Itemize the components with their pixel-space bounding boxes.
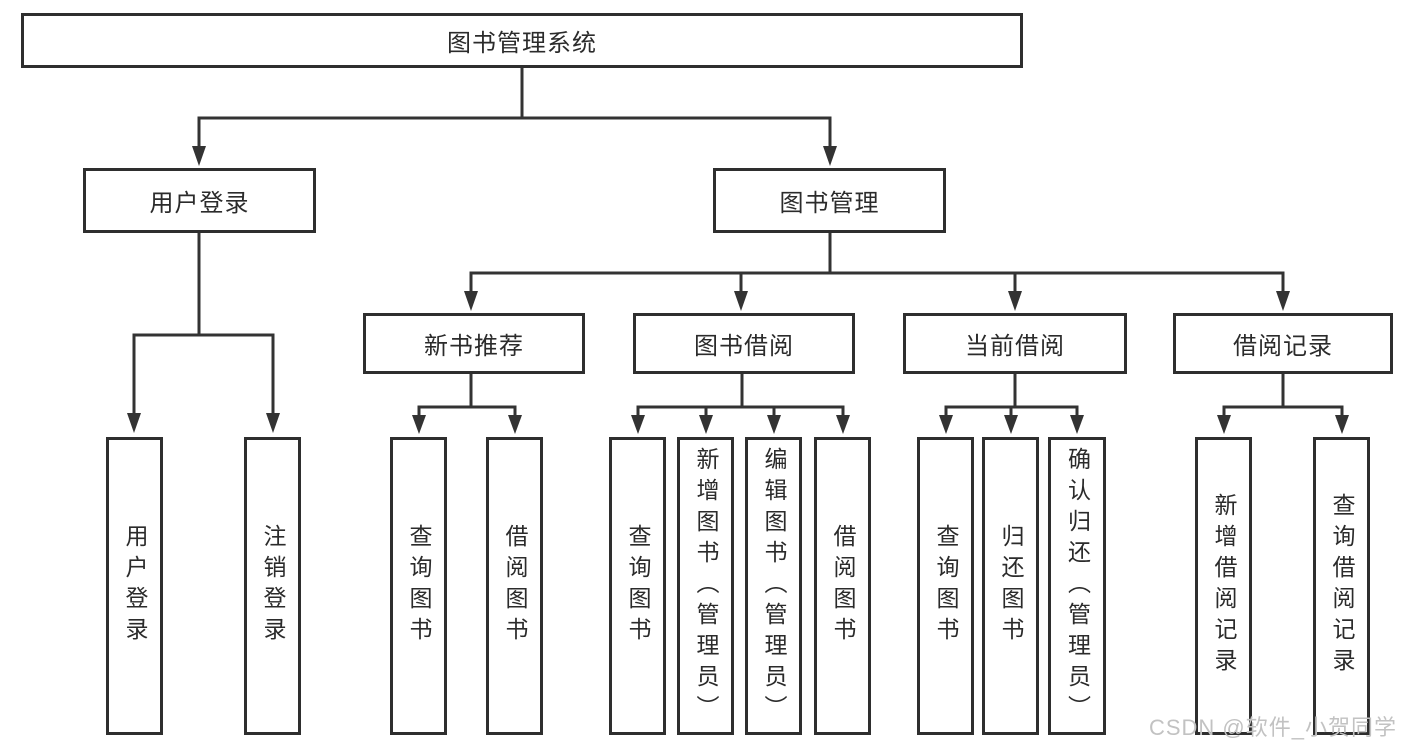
leaf-add-books-admin: 新增图书（管理员） bbox=[677, 437, 734, 735]
leaf-query-books-recommend: 查询图书 bbox=[390, 437, 447, 735]
connector-book-management-branch bbox=[469, 233, 1285, 292]
arrowhead bbox=[127, 413, 141, 433]
leaf-add-borrow-record: 新增借阅记录 bbox=[1195, 437, 1252, 735]
connector-new-book-recommend-branch bbox=[417, 374, 517, 416]
csdn-watermark: CSDN @软件_小贺同学 bbox=[1148, 715, 1397, 740]
leaf-query-books-borrowing: 查询图书 bbox=[609, 437, 666, 735]
connector-root-to-level2 bbox=[197, 68, 832, 147]
leaf-user-login: 用户登录 bbox=[106, 437, 163, 735]
arrowhead bbox=[1004, 415, 1018, 434]
arrowhead bbox=[1335, 415, 1349, 434]
leaf-edit-books-admin: 编辑图书（管理员） bbox=[745, 437, 802, 735]
arrowhead bbox=[464, 291, 478, 311]
node-current-borrowing: 当前借阅 bbox=[903, 313, 1127, 374]
node-new-book-recommend: 新书推荐 bbox=[363, 313, 585, 374]
arrowhead bbox=[1070, 415, 1084, 434]
arrowhead bbox=[508, 415, 522, 434]
arrowhead bbox=[734, 291, 748, 311]
leaf-borrow-books-recommend: 借阅图书 bbox=[486, 437, 543, 735]
arrowhead bbox=[823, 146, 837, 166]
node-root: 图书管理系统 bbox=[21, 13, 1023, 68]
arrowhead bbox=[1276, 291, 1290, 311]
node-book-management: 图书管理 bbox=[713, 168, 946, 233]
leaf-borrow-books-borrowing: 借阅图书 bbox=[814, 437, 871, 735]
node-book-borrowing: 图书借阅 bbox=[633, 313, 855, 374]
arrowhead bbox=[631, 415, 645, 434]
arrowhead bbox=[836, 415, 850, 434]
leaf-return-books: 归还图书 bbox=[982, 437, 1039, 735]
arrowhead bbox=[767, 415, 781, 434]
leaf-logout: 注销登录 bbox=[244, 437, 301, 735]
leaf-query-borrow-record: 查询借阅记录 bbox=[1313, 437, 1370, 735]
connector-user-login-branch bbox=[132, 233, 275, 414]
arrowhead bbox=[192, 146, 206, 166]
arrowhead bbox=[1217, 415, 1231, 434]
leaf-query-books-current: 查询图书 bbox=[917, 437, 974, 735]
arrowhead bbox=[939, 415, 953, 434]
node-borrowing-records: 借阅记录 bbox=[1173, 313, 1393, 374]
arrowhead bbox=[1008, 291, 1022, 311]
arrowhead bbox=[699, 415, 713, 434]
connector-book-borrowing-branch bbox=[636, 374, 845, 416]
arrowhead bbox=[266, 413, 280, 433]
arrowhead bbox=[412, 415, 426, 434]
node-user-login: 用户登录 bbox=[83, 168, 316, 233]
connector-borrowing-records-branch bbox=[1222, 374, 1344, 416]
connector-current-borrowing-branch bbox=[944, 374, 1079, 416]
leaf-confirm-return-admin: 确认归还（管理员） bbox=[1048, 437, 1106, 735]
